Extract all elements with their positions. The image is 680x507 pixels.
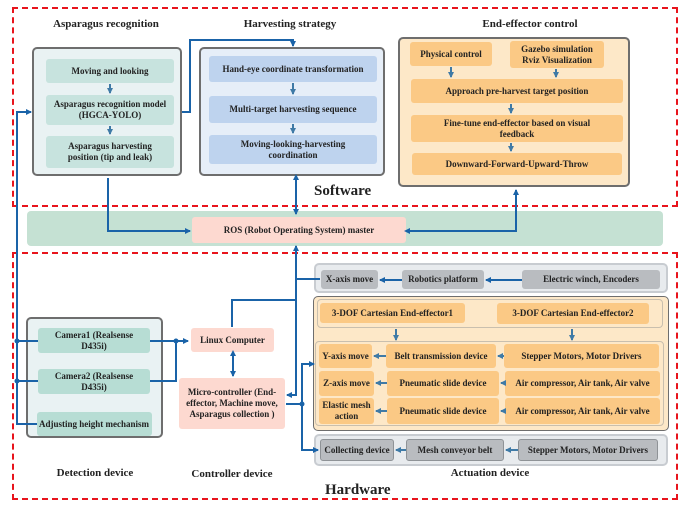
y-axis-move-node: Y-axis move [319,344,372,368]
air-compressor-z-node: Air compressor, Air tank, Air valve [505,371,660,396]
stepper-motors-collect-node: Stepper Motors, Motor Drivers [518,439,658,461]
actuation-device-title: Actuation device [450,467,530,479]
camera2-node: Camera2 (Realsense D435i) [38,369,150,394]
pneumatic-slide-z-node: Pneumatic slide device [387,371,499,396]
asparagus-recognition-title: Asparagus recognition [53,18,159,30]
air-compressor-mesh-node: Air compressor, Air tank, Air valve [505,398,660,424]
electric-winch-node: Electric winch, Encoders [522,270,660,289]
fine-tune-node: Fine-tune end-effector based on visual f… [411,115,623,142]
camera1-node: Camera1 (Realsense D435i) [38,328,150,353]
robotics-platform-node: Robotics platform [402,270,484,289]
hardware-section-frame [12,252,678,500]
x-axis-move-node: X-axis move [321,270,378,289]
approach-target-node: Approach pre-harvest target position [411,79,623,103]
end-effector1-node: 3-DOF Cartesian End-effector1 [320,303,465,323]
adjusting-height-node: Adjusting height mechanism [37,412,152,436]
gazebo-rviz-node: Gazebo simulation Rviz Visualization [510,41,604,68]
linux-computer-node: Linux Computer [191,328,274,352]
end-effector2-node: 3-DOF Cartesian End-effector2 [497,303,649,324]
multi-target-sequence-node: Multi-target harvesting sequence [209,96,377,123]
ros-master-node: ROS (Robot Operating System) master [192,217,406,243]
harvesting-position-node: Asparagus harvesting position (tip and l… [46,136,174,168]
software-label: Software [314,183,372,199]
harvesting-strategy-title: Harvesting strategy [243,18,337,30]
stepper-motors-y-node: Stepper Motors, Motor Drivers [504,344,659,368]
physical-control-node: Physical control [410,42,492,66]
hand-eye-transformation-node: Hand-eye coordinate transformation [209,56,377,82]
moving-and-looking-node: Moving and looking [46,59,174,83]
recognition-model-node: Asparagus recognition model (HGCA-YOLO) [46,95,174,125]
collecting-device-node: Collecting device [320,439,394,461]
z-axis-move-node: Z-axis move [319,371,374,396]
moving-looking-harvesting-node: Moving-looking-harvesting coordination [209,135,377,164]
hardware-label: Hardware [325,482,391,498]
software-section-frame [12,7,678,207]
belt-transmission-node: Belt transmission device [386,344,496,368]
micro-controller-node: Micro-controller (End-effector, Machine … [179,378,285,429]
elastic-mesh-action-node: Elastic mesh action [319,398,374,424]
mesh-conveyor-belt-node: Mesh conveyor belt [406,439,504,461]
downward-forward-upward-throw-node: Downward-Forward-Upward-Throw [412,153,622,175]
detection-device-title: Detection device [56,467,134,479]
controller-device-title: Controller device [191,468,273,480]
end-effector-control-title: End-effector control [482,18,578,30]
pneumatic-slide-mesh-node: Pneumatic slide device [387,398,499,424]
